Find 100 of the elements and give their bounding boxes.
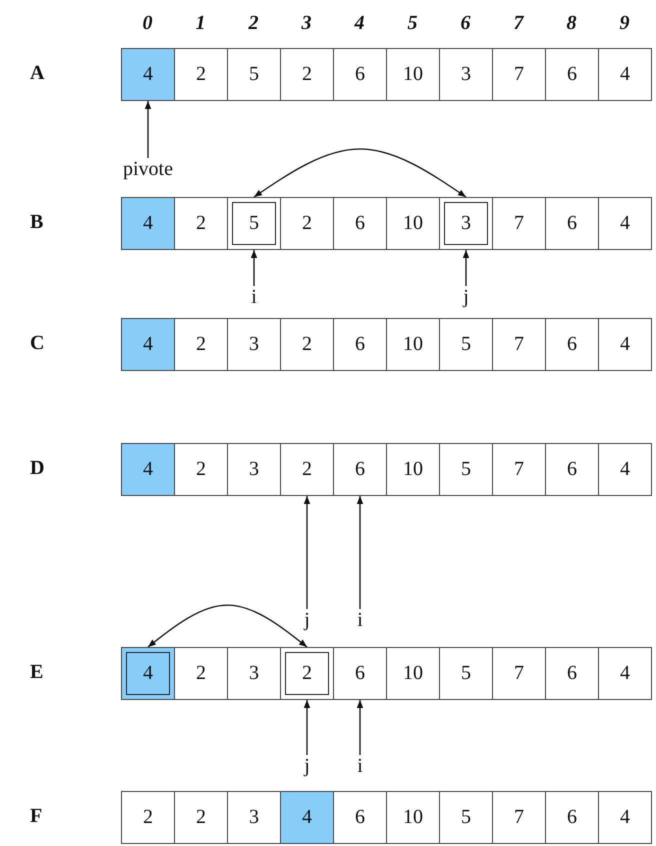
array-cell: [280, 48, 334, 101]
array-cell: [439, 48, 493, 101]
column-index: 6: [460, 12, 470, 35]
cell-value: 6: [567, 458, 577, 481]
cell-value: 7: [514, 333, 524, 356]
array-cell: [439, 443, 493, 496]
cell-value: 3: [249, 806, 259, 829]
pointer-label: j: [426, 286, 506, 308]
array-cell: [492, 647, 546, 700]
array-cell: [545, 791, 599, 844]
cell-value: 4: [620, 63, 630, 86]
column-index: 5: [408, 12, 418, 35]
array-cell: [439, 197, 493, 250]
array-cell: [333, 197, 387, 250]
column-index: 1: [196, 12, 206, 35]
array-cell: [121, 197, 175, 250]
swap-arrow: [254, 148, 466, 198]
cell-value: 4: [143, 662, 153, 685]
array-cell: [174, 647, 228, 700]
array-cell: [121, 443, 175, 496]
array-cell: [386, 318, 440, 371]
cell-value: 10: [403, 212, 423, 235]
cell-value: 6: [355, 63, 365, 86]
array-cell: [121, 318, 175, 371]
array-cell: [227, 443, 281, 496]
cell-value: 10: [403, 458, 423, 481]
cell-value: 3: [249, 333, 259, 356]
cell-value: 5: [249, 212, 259, 235]
array-cell: [386, 443, 440, 496]
array-cell: [227, 197, 281, 250]
array-cell: [280, 647, 334, 700]
row-label: B: [30, 211, 44, 234]
array-cell: [333, 647, 387, 700]
array-cell: [492, 197, 546, 250]
cell-value: 6: [355, 212, 365, 235]
cell-value: 10: [403, 63, 423, 86]
cell-value: 6: [355, 333, 365, 356]
cell-value: 3: [461, 212, 471, 235]
cell-value: 2: [302, 63, 312, 86]
pointer-arrow: [304, 700, 310, 755]
cell-value: 2: [196, 458, 206, 481]
column-index: 0: [142, 12, 152, 35]
cell-value: 2: [196, 806, 206, 829]
column-index: 8: [566, 12, 576, 35]
cell-value: 5: [461, 458, 471, 481]
array-cell: [333, 443, 387, 496]
cell-value: 5: [461, 662, 471, 685]
cell-value: 4: [143, 458, 153, 481]
array-cell: [121, 791, 175, 844]
array-cell: [280, 791, 334, 844]
array-cell: [227, 318, 281, 371]
array-cell: [492, 443, 546, 496]
array-cell: [386, 48, 440, 101]
column-index: 4: [354, 12, 364, 35]
column-index: 7: [514, 12, 524, 35]
cell-value: 4: [620, 333, 630, 356]
array-cell: [439, 791, 493, 844]
cell-value: 5: [461, 806, 471, 829]
pointer-label: pivote: [108, 158, 188, 180]
array-cell: [227, 48, 281, 101]
row-label: D: [30, 457, 44, 480]
column-index: 2: [248, 12, 258, 35]
row-label: E: [30, 661, 44, 684]
array-cell: [386, 647, 440, 700]
cell-value: 4: [302, 806, 312, 829]
array-cell: [492, 791, 546, 844]
array-cell: [492, 48, 546, 101]
array-cell: [280, 318, 334, 371]
cell-value: 5: [249, 63, 259, 86]
cell-value: 6: [567, 662, 577, 685]
cell-value: 4: [143, 212, 153, 235]
array-cell: [280, 443, 334, 496]
array-cell: [121, 48, 175, 101]
cell-value: 6: [567, 806, 577, 829]
array-cell: [598, 48, 652, 101]
cell-value: 10: [403, 662, 423, 685]
array-cell: [492, 318, 546, 371]
array-cell: [545, 443, 599, 496]
cell-value: 2: [196, 63, 206, 86]
column-index: 9: [620, 12, 630, 35]
cell-value: 7: [514, 63, 524, 86]
cell-value: 3: [249, 458, 259, 481]
array-cell: [545, 318, 599, 371]
cell-value: 3: [461, 63, 471, 86]
array-cell: [227, 791, 281, 844]
pointer-arrow: [356, 700, 364, 755]
array-cell: [598, 197, 652, 250]
cell-value: 2: [196, 333, 206, 356]
array-cell: [439, 318, 493, 371]
row-label: A: [30, 62, 44, 85]
cell-value: 2: [196, 662, 206, 685]
pointer-arrow: [462, 250, 470, 286]
cell-value: 6: [567, 333, 577, 356]
cell-value: 3: [249, 662, 259, 685]
array-cell: [174, 443, 228, 496]
array-cell: [227, 647, 281, 700]
pointer-label: i: [214, 286, 294, 308]
array-cell: [174, 791, 228, 844]
row-label: F: [30, 805, 42, 828]
cell-value: 4: [143, 63, 153, 86]
